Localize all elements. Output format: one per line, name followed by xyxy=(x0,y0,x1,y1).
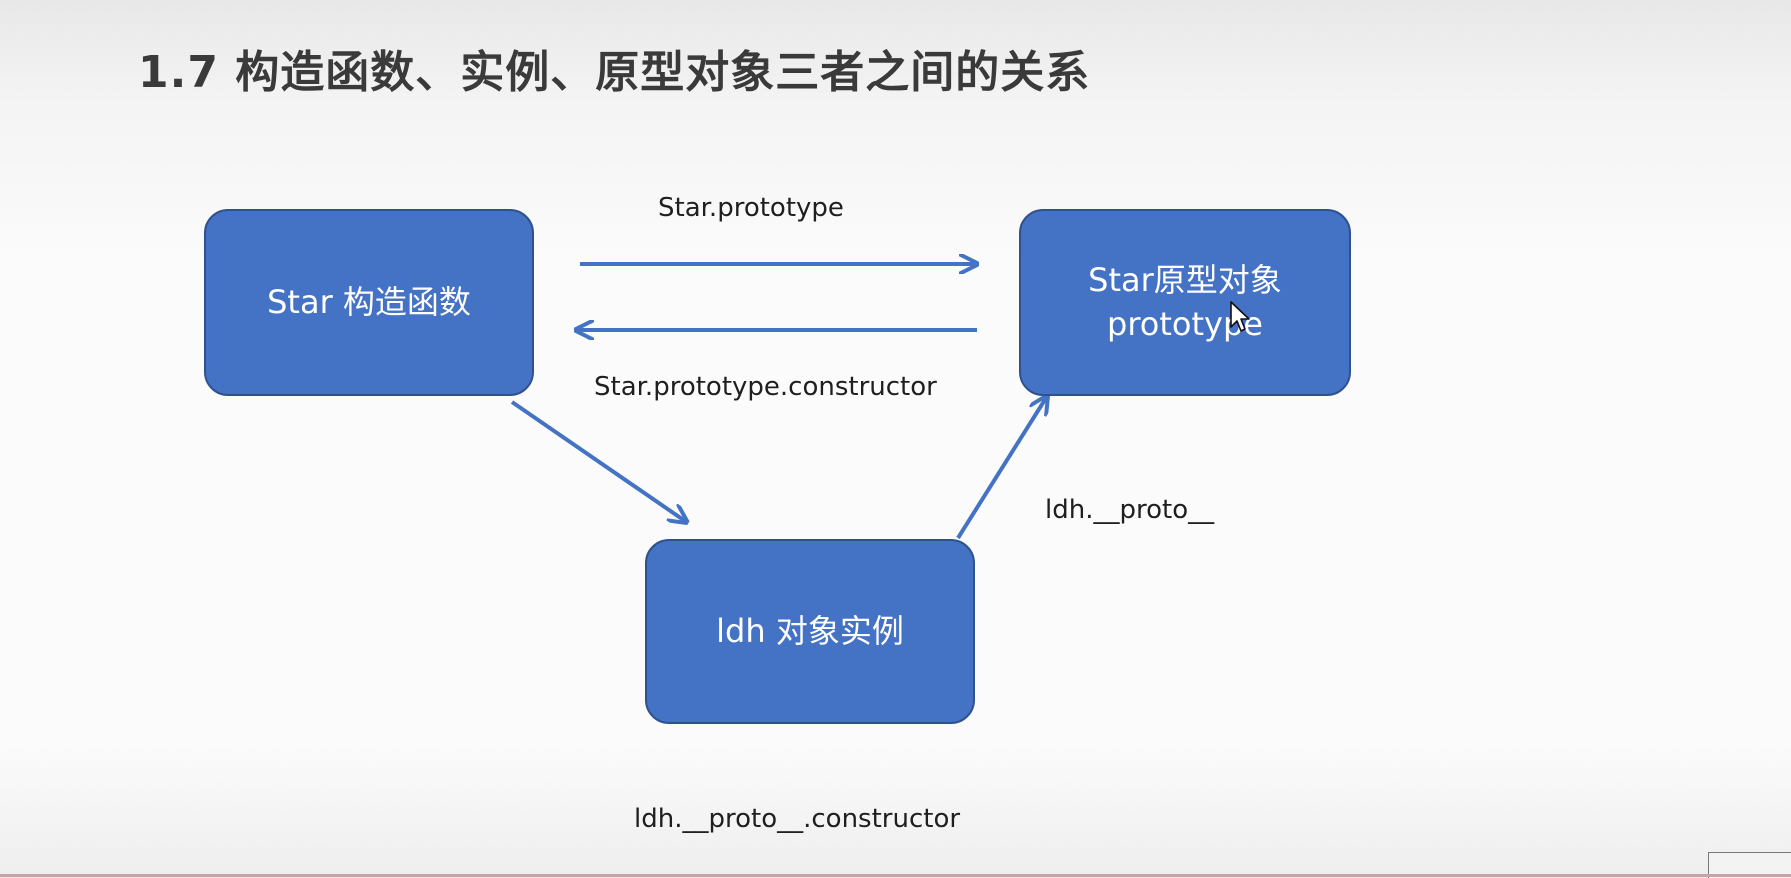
arrow-instance-to-prototype xyxy=(956,398,1046,540)
edge-label-star-prototype: Star.prototype xyxy=(658,193,844,223)
instance-node: ldh 对象实例 xyxy=(645,539,975,724)
bottom-bar xyxy=(0,874,1791,877)
mouse-pointer-icon xyxy=(1230,301,1250,332)
constructor-node: Star 构造函数 xyxy=(204,209,534,396)
edge-label-instance-proto: ldh.__proto__ xyxy=(1045,495,1215,525)
constructor-node-label: Star 构造函数 xyxy=(267,282,471,321)
prototype-node-label-line1: Star原型对象 xyxy=(1088,261,1282,300)
prototype-object-node: Star原型对象 prototype xyxy=(1019,209,1351,396)
corner-widget xyxy=(1708,852,1791,878)
arrow-constructor-to-instance xyxy=(510,400,685,521)
edge-label-instance-proto-constructor: ldh.__proto__.constructor xyxy=(634,804,961,834)
slide-title: 1.7 构造函数、实例、原型对象三者之间的关系 xyxy=(138,47,1091,98)
instance-node-label: ldh 对象实例 xyxy=(716,611,904,650)
edge-label-prototype-constructor: Star.prototype.constructor xyxy=(594,372,937,402)
